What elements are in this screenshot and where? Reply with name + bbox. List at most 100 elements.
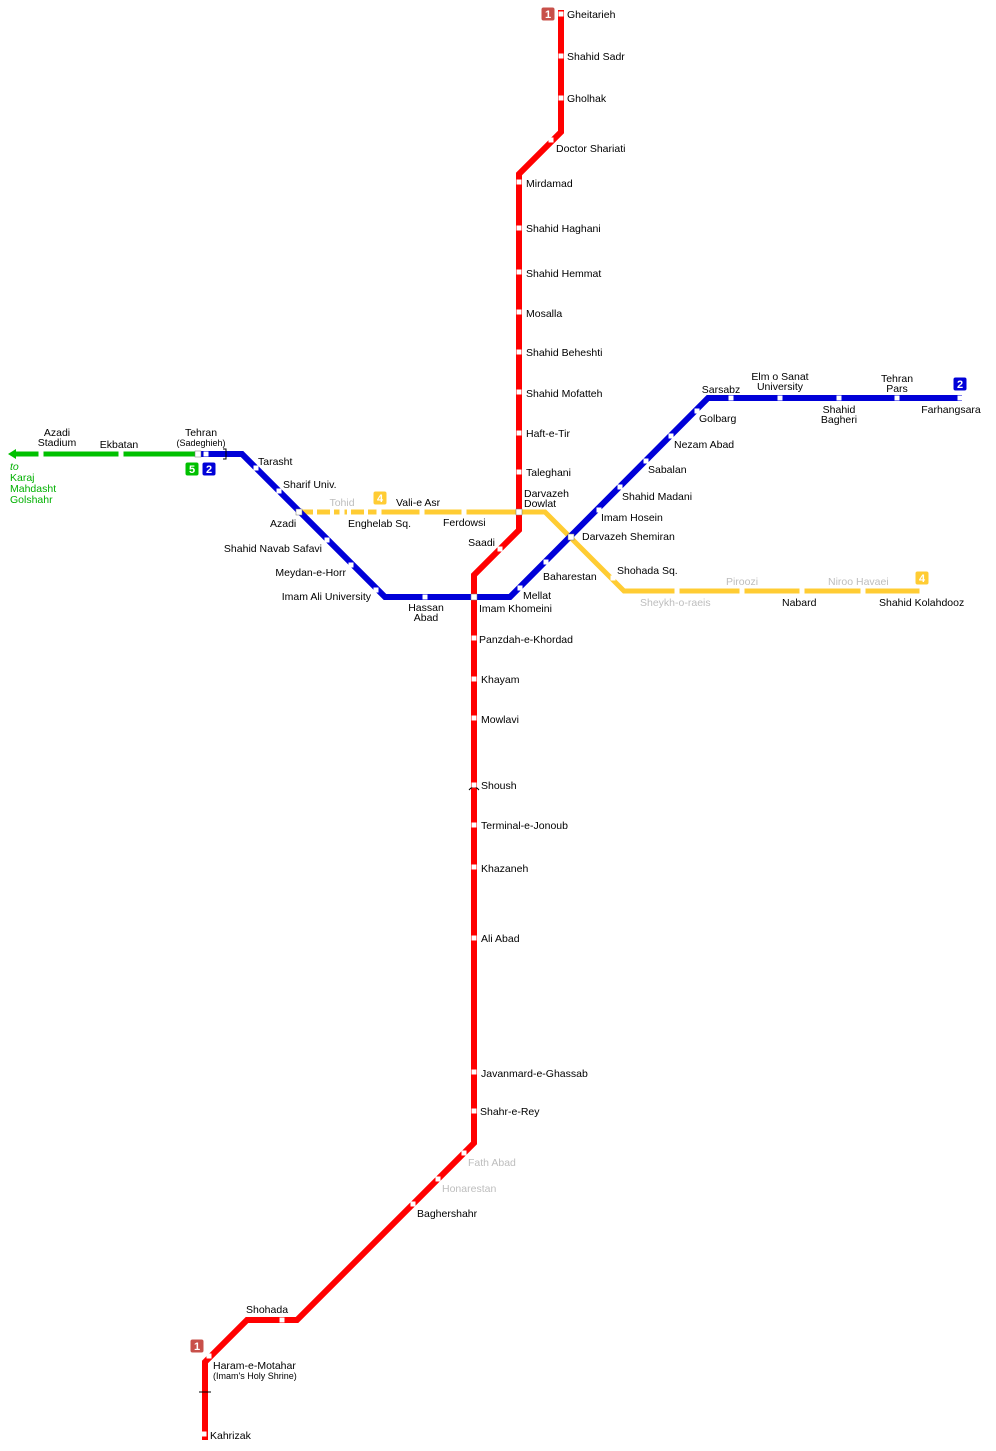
- station-marker-shahr-e-rey[interactable]: [471, 1108, 477, 1114]
- station-label-khayam[interactable]: Khayam: [481, 674, 520, 686]
- station-label-sharif-univ[interactable]: Sharif Univ.: [283, 479, 337, 491]
- station-label-darvazeh-shemiran[interactable]: Darvazeh Shemiran: [582, 531, 675, 543]
- station-label-golbarg[interactable]: Golbarg: [699, 413, 737, 425]
- station-label-tehran-sadeghieh[interactable]: Tehran(Sadeghieh): [176, 427, 225, 448]
- station-label-mellat[interactable]: Mellat: [523, 590, 551, 602]
- station-label-sarsabz[interactable]: Sarsabz: [702, 384, 741, 396]
- station-marker-darvazeh-dowlat[interactable]: [516, 509, 522, 515]
- station-label-imam-hosein[interactable]: Imam Hosein: [601, 512, 663, 524]
- station-marker-imam-hosein[interactable]: [596, 507, 602, 513]
- station-label-sheykh-o-raeis[interactable]: Sheykh-o-raeis: [640, 597, 711, 609]
- station-marker-farhangsara[interactable]: [957, 395, 963, 401]
- station-marker-mosalla[interactable]: [516, 309, 522, 315]
- station-marker-mellat[interactable]: [517, 585, 523, 591]
- station-label-khazaneh[interactable]: Khazaneh: [481, 863, 528, 875]
- station-marker-tehran-sadeghieh[interactable]: [203, 451, 209, 457]
- station-label-shohada-sq[interactable]: Shohada Sq.: [617, 565, 678, 577]
- station-marker-sharif-univ[interactable]: [276, 488, 282, 494]
- station-marker-shahid-haghani[interactable]: [516, 225, 522, 231]
- station-label-ekbatan[interactable]: Ekbatan: [100, 439, 139, 451]
- station-label-imam-ali-university[interactable]: Imam Ali University: [282, 591, 372, 603]
- line-2-badge[interactable]: 2: [202, 462, 216, 477]
- station-label-shoush[interactable]: Shoush: [481, 780, 517, 792]
- station-marker-mirdamad[interactable]: [516, 179, 522, 185]
- station-label-tohid[interactable]: Tohid: [329, 497, 354, 509]
- station-marker-haft-e-tir[interactable]: [516, 430, 522, 436]
- station-label-shahid-haghani[interactable]: Shahid Haghani: [526, 223, 601, 235]
- station-marker-shahid-bagheri[interactable]: [836, 395, 842, 401]
- station-label-nezam-abad[interactable]: Nezam Abad: [674, 439, 734, 451]
- station-marker-honarestan[interactable]: [435, 1176, 441, 1182]
- station-label-fath-abad[interactable]: Fath Abad: [468, 1157, 516, 1169]
- station-marker-nezam-abad[interactable]: [668, 433, 674, 439]
- station-label-shahid-madani[interactable]: Shahid Madani: [622, 491, 692, 503]
- station-marker-ekbatan[interactable]: [118, 451, 124, 457]
- station-label-nabard[interactable]: Nabard: [782, 597, 817, 609]
- station-marker-sheykh-o-raeis[interactable]: [674, 588, 680, 594]
- station-label-shahr-e-rey[interactable]: Shahr-e-Rey: [480, 1106, 540, 1118]
- station-label-kahrizak[interactable]: Kahrizak: [210, 1430, 252, 1442]
- station-marker-ali-abad[interactable]: [471, 935, 477, 941]
- line-4-badge[interactable]: 4: [373, 491, 387, 506]
- station-marker-azadi-stadium[interactable]: [38, 451, 44, 457]
- station-label-mowlavi[interactable]: Mowlavi: [481, 714, 519, 726]
- station-marker-shahid-hemmat[interactable]: [516, 269, 522, 275]
- station-marker-taleghani[interactable]: [516, 469, 522, 475]
- station-label-panzdah-e-khordad[interactable]: Panzdah-e-Khordad: [479, 634, 573, 646]
- line-4-badge[interactable]: 4: [915, 571, 929, 586]
- station-label-farhangsara[interactable]: Farhangsara: [921, 404, 981, 416]
- station-marker-hassan-abad[interactable]: [422, 594, 428, 600]
- station-marker-tohid[interactable]: [339, 509, 345, 515]
- station-label-azadi[interactable]: Azadi: [270, 518, 296, 530]
- station-marker-piroozi[interactable]: [739, 588, 745, 594]
- station-marker-shohada[interactable]: [279, 1317, 285, 1323]
- station-label-javanmard-e-ghassab[interactable]: Javanmard-e-Ghassab: [481, 1068, 588, 1080]
- station-label-piroozi[interactable]: Piroozi: [726, 576, 758, 588]
- station-marker-shahid-navab-safavi[interactable]: [324, 537, 330, 543]
- station-label-shahid-hemmat[interactable]: Shahid Hemmat: [526, 268, 601, 280]
- station-marker-darvazeh-shemiran[interactable]: [568, 534, 574, 540]
- station-marker-gholhak[interactable]: [558, 95, 564, 101]
- station-marker-khazaneh[interactable]: [471, 864, 477, 870]
- station-label-niroo-havaei[interactable]: Niroo Havaei: [828, 576, 889, 588]
- station-marker-saadi[interactable]: [497, 546, 503, 552]
- station-marker-elm-o-sanat-university[interactable]: [777, 395, 783, 401]
- line-1-badge[interactable]: 1: [541, 7, 555, 22]
- station-label-tarasht[interactable]: Tarasht: [258, 456, 293, 468]
- station-label-ali-abad[interactable]: Ali Abad: [481, 933, 520, 945]
- station-label-terminal-e-jonoub[interactable]: Terminal-e-Jonoub: [481, 820, 568, 832]
- station-label-haram-e-motahar-imam-s-holy-shrine[interactable]: Haram-e-Motahar(Imam's Holy Shrine): [213, 1360, 297, 1381]
- station-label-haft-e-tir[interactable]: Haft-e-Tir: [526, 428, 570, 440]
- station-marker-javanmard-e-ghassab[interactable]: [471, 1069, 477, 1075]
- station-label-shahid-kolahdooz[interactable]: Shahid Kolahdooz: [879, 597, 964, 609]
- station-marker-tarasht[interactable]: [253, 465, 259, 471]
- station-marker-baghershahr[interactable]: [410, 1201, 416, 1207]
- station-marker-imam-ali-university[interactable]: [373, 587, 379, 593]
- station-marker-enghelab-sq[interactable]: [376, 509, 382, 515]
- station-marker-panzdah-e-khordad[interactable]: [471, 635, 477, 641]
- station-label-mosalla[interactable]: Mosalla: [526, 308, 562, 320]
- station-marker-tehran-pars[interactable]: [894, 395, 900, 401]
- station-label-meydan-e-horr[interactable]: Meydan-e-Horr: [275, 567, 346, 579]
- station-marker-nabard[interactable]: [799, 588, 805, 594]
- station-marker-niroo-havaei[interactable]: [860, 588, 866, 594]
- station-label-shahid-beheshti[interactable]: Shahid Beheshti: [526, 347, 602, 359]
- station-marker-gheitarieh[interactable]: [558, 11, 564, 17]
- station-marker-azadi[interactable]: [296, 509, 302, 515]
- station-marker-shahid-madani[interactable]: [617, 484, 623, 490]
- station-label-shahid-navab-safavi[interactable]: Shahid Navab Safavi: [224, 543, 322, 555]
- station-label-enghelab-sq[interactable]: Enghelab Sq.: [348, 518, 411, 530]
- station-label-baharestan[interactable]: Baharestan: [543, 571, 597, 583]
- station-label-vali-e-asr[interactable]: Vali-e Asr: [396, 497, 441, 509]
- station-label-sabalan[interactable]: Sabalan: [648, 464, 687, 476]
- station-marker-imam-khomeini[interactable]: [471, 594, 477, 600]
- station-marker-vali-e-asr[interactable]: [419, 509, 425, 515]
- station-marker-meydan-e-horr[interactable]: [348, 562, 354, 568]
- station-marker-doctor-shariati[interactable]: [548, 137, 554, 143]
- station-marker-fath-abad[interactable]: [461, 1150, 467, 1156]
